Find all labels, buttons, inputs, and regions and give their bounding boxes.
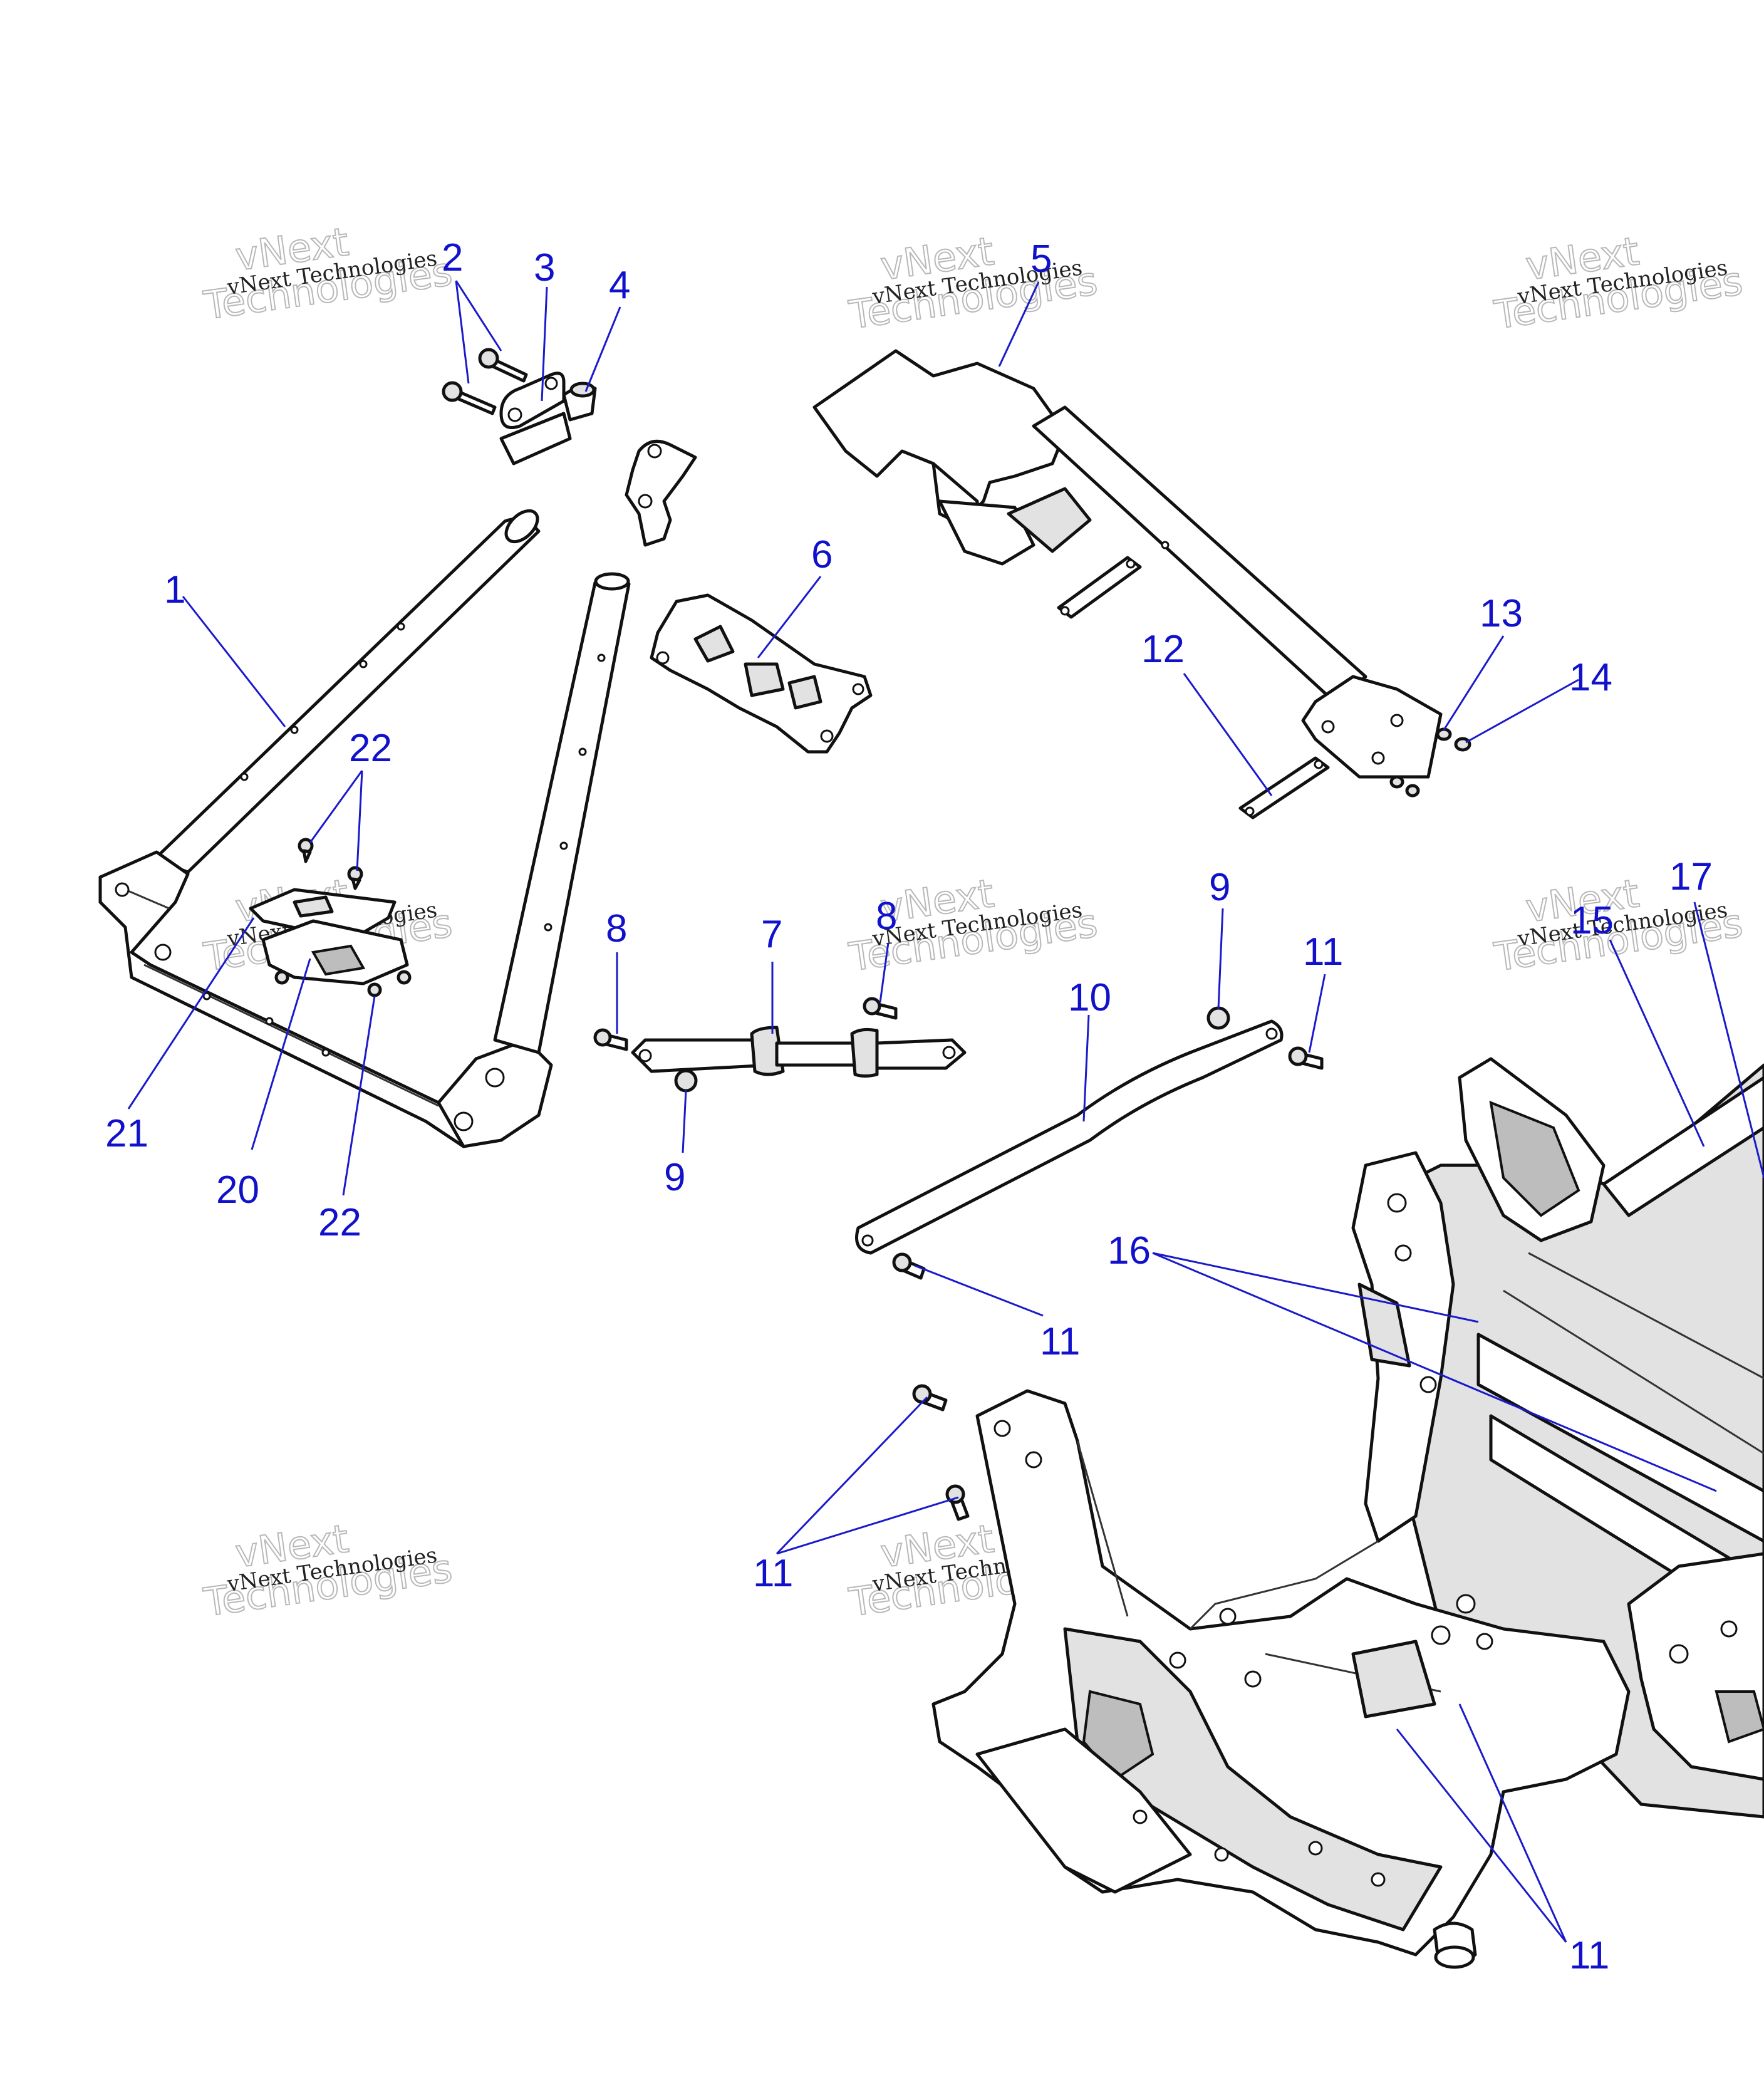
part-10-long-arm — [855, 1019, 1284, 1255]
part-3-clamp-plate — [499, 372, 572, 465]
callout-16: 16 — [1108, 1229, 1151, 1272]
part-1b-vertical-tube — [493, 572, 631, 1054]
main-chassis — [931, 1057, 1764, 1969]
callout-21: 21 — [105, 1112, 148, 1155]
part-13-washer — [1436, 727, 1452, 741]
callout-12: 12 — [1141, 628, 1185, 671]
part-2-bolts — [442, 348, 528, 415]
watermark: vNext Technologies vNext Technologies — [200, 218, 456, 329]
callout-17: 17 — [1669, 855, 1713, 898]
part-8-bolts — [593, 997, 898, 1051]
callout-11: 11 — [1303, 930, 1343, 974]
callout-7: 7 — [761, 913, 782, 956]
callout-3: 3 — [534, 246, 555, 289]
callout-11: 11 — [753, 1552, 793, 1595]
part-11-bolts — [892, 1046, 1324, 1521]
part-9-nuts — [674, 1006, 1230, 1093]
part-12-slot-plate — [1238, 756, 1330, 819]
callout-11: 11 — [1040, 1320, 1080, 1363]
part-4b-mount — [625, 439, 697, 547]
callout-14: 14 — [1569, 656, 1612, 699]
callout-8: 8 — [876, 895, 897, 938]
callout-labels: 1 2 3 4 5 6 7 8 8 9 9 10 11 11 11 11 12 … — [105, 236, 1713, 1977]
callout-11: 11 — [1569, 1934, 1609, 1977]
callout-9: 9 — [1209, 866, 1230, 909]
callout-15: 15 — [1570, 899, 1614, 942]
part-6-bracket — [650, 593, 873, 754]
callout-2: 2 — [442, 236, 463, 279]
callout-10: 10 — [1068, 976, 1111, 1019]
part-4-bracket — [562, 382, 597, 422]
callout-6: 6 — [811, 533, 833, 576]
part-22-screws — [274, 838, 412, 997]
watermark: vNext Technologies vNext Technologies — [200, 1515, 456, 1626]
callout-5: 5 — [1030, 237, 1052, 281]
part-20-bracket — [261, 919, 409, 985]
part-1-tube-frame — [98, 509, 553, 1148]
watermark: vNext Technologies vNext Technologies — [1491, 227, 1746, 338]
callout-13: 13 — [1480, 592, 1523, 635]
part-5-upper-beam — [812, 349, 1443, 779]
callout-1: 1 — [164, 568, 185, 611]
callout-8: 8 — [606, 907, 627, 950]
callout-22: 22 — [318, 1201, 361, 1244]
callout-9: 9 — [664, 1156, 685, 1199]
callout-22: 22 — [349, 727, 392, 770]
callout-4: 4 — [609, 264, 630, 307]
watermark: vNext Technologies vNext Technologies — [846, 227, 1101, 338]
part-7-link-rod — [631, 1026, 967, 1078]
part-21-plate — [249, 888, 397, 942]
leader-lines — [127, 280, 1764, 1943]
callout-20: 20 — [216, 1168, 259, 1212]
